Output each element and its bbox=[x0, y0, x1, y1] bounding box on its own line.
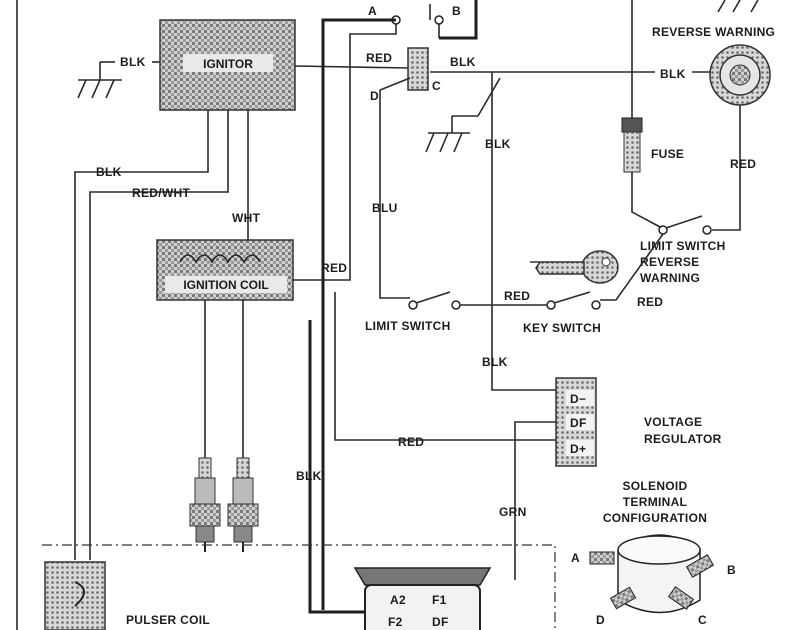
label-limit-switch: LIMIT SWITCH bbox=[365, 319, 451, 333]
ground-top-right bbox=[717, 0, 759, 13]
label-blk-mid: BLK bbox=[482, 355, 508, 369]
generator-terminal-df: DF bbox=[432, 615, 449, 629]
wire-blu bbox=[379, 77, 411, 299]
label-terminal: TERMINAL bbox=[623, 495, 687, 509]
label-wht: WHT bbox=[232, 211, 261, 225]
regulator-terminal-d-minus: D− bbox=[570, 392, 586, 406]
limit-switch-blade bbox=[415, 291, 451, 304]
wire-ignitor-to-solenoid bbox=[294, 65, 411, 69]
voltage-regulator bbox=[555, 377, 597, 467]
key-switch-blade bbox=[553, 291, 591, 304]
ignitor: IGNITOR bbox=[159, 19, 296, 111]
wire-reverse-switch-red bbox=[600, 233, 664, 301]
label-blk-ground-left: BLK bbox=[120, 55, 146, 69]
relay-solenoid bbox=[407, 47, 429, 91]
label-red-wht: RED/WHT bbox=[132, 186, 190, 200]
label-pulser-coil: PULSER COIL bbox=[126, 613, 210, 627]
switch-reverse-blade bbox=[665, 215, 703, 229]
label-blk-reverse: BLK bbox=[660, 67, 686, 81]
solenoid-terminal-label-b: B bbox=[727, 563, 736, 577]
generator bbox=[353, 567, 492, 630]
label-limit-switch-rev-1: LIMIT SWITCH bbox=[640, 239, 726, 253]
ground-symbol-left bbox=[77, 62, 122, 99]
limit-switch-contact-2 bbox=[451, 300, 461, 310]
ignition-coil: IGNITION COIL bbox=[156, 239, 294, 301]
ground-symbol-mid bbox=[425, 77, 501, 153]
solenoid-terminal-label-c: C bbox=[698, 613, 707, 627]
spark-plug-1 bbox=[189, 457, 221, 552]
generator-terminal-f2: F2 bbox=[388, 615, 403, 629]
fuse bbox=[621, 117, 643, 173]
label-red-key: RED bbox=[637, 295, 663, 309]
label-reverse-warning: REVERSE WARNING bbox=[652, 25, 775, 39]
terminal-b bbox=[434, 15, 444, 25]
wire-blk-bottom bbox=[308, 320, 370, 614]
solenoid-terminal-label-a: A bbox=[571, 551, 580, 565]
reverse-warning-buzzer bbox=[709, 44, 771, 106]
terminal-label-b: B bbox=[452, 4, 461, 18]
label-voltage: VOLTAGE bbox=[644, 415, 702, 429]
wire-a-down bbox=[349, 24, 397, 48]
generator-terminal-a2: A2 bbox=[390, 593, 406, 607]
solenoid-terminal-label-d: D bbox=[596, 613, 605, 627]
label-fuse: FUSE bbox=[651, 147, 684, 161]
switch-reverse-contact-1 bbox=[658, 225, 668, 235]
spark-plug-2 bbox=[227, 457, 259, 552]
terminal-label-a: A bbox=[368, 4, 377, 18]
label-red-regulator: RED bbox=[398, 435, 424, 449]
label-blk-ground-mid: BLK bbox=[485, 137, 511, 151]
label-grn: GRN bbox=[499, 505, 527, 519]
label-blu: BLU bbox=[372, 201, 398, 215]
label-solenoid: SOLENOID bbox=[622, 479, 687, 493]
label-limit-switch-rev-2: REVERSE bbox=[640, 255, 699, 269]
label-blk-top: BLK bbox=[450, 55, 476, 69]
label-red-reverse: RED bbox=[730, 157, 756, 171]
key-switch-contact-1 bbox=[546, 300, 556, 310]
terminal-label-c: C bbox=[432, 79, 441, 93]
label-regulator: REGULATOR bbox=[644, 432, 722, 446]
wire-b-battery bbox=[439, 0, 478, 40]
wire-a-main bbox=[321, 18, 396, 610]
terminal-label-d-wire: D bbox=[370, 89, 379, 103]
wire-blk-ign bbox=[74, 110, 209, 560]
ignition-coil-label: IGNITION COIL bbox=[183, 278, 268, 292]
wire-blk-mid bbox=[491, 72, 556, 391]
switch-reverse-contact-2 bbox=[702, 225, 712, 235]
wire-fuse-to-switch bbox=[631, 172, 663, 229]
wire-reverse-red bbox=[712, 105, 741, 231]
wire-grn bbox=[514, 421, 556, 580]
pulser-coil bbox=[44, 561, 106, 630]
label-configuration: CONFIGURATION bbox=[603, 511, 707, 525]
label-blk-bottom: BLK bbox=[296, 469, 322, 483]
solenoid-terminal-diagram bbox=[589, 534, 715, 614]
wire-red-regulator bbox=[334, 292, 556, 441]
key-icon bbox=[530, 250, 619, 284]
regulator-terminal-df: DF bbox=[570, 416, 587, 430]
wire-red-vertical bbox=[293, 48, 351, 281]
key-switch-contact-2 bbox=[591, 300, 601, 310]
limit-switch-contact-1 bbox=[408, 300, 418, 310]
label-limit-switch-rev-3: WARNING bbox=[640, 271, 700, 285]
label-key-switch: KEY SWITCH bbox=[523, 321, 601, 335]
label-red-switch: RED bbox=[504, 289, 530, 303]
label-red-top: RED bbox=[366, 51, 392, 65]
label-red-vertical: RED bbox=[321, 261, 347, 275]
wire-red-wht bbox=[89, 110, 229, 560]
ignitor-label: IGNITOR bbox=[203, 57, 253, 71]
label-blk-ign-left: BLK bbox=[96, 165, 122, 179]
regulator-terminal-d-plus: D+ bbox=[570, 442, 586, 456]
generator-terminal-f1: F1 bbox=[432, 593, 447, 607]
dashed-boundary bbox=[42, 544, 556, 630]
